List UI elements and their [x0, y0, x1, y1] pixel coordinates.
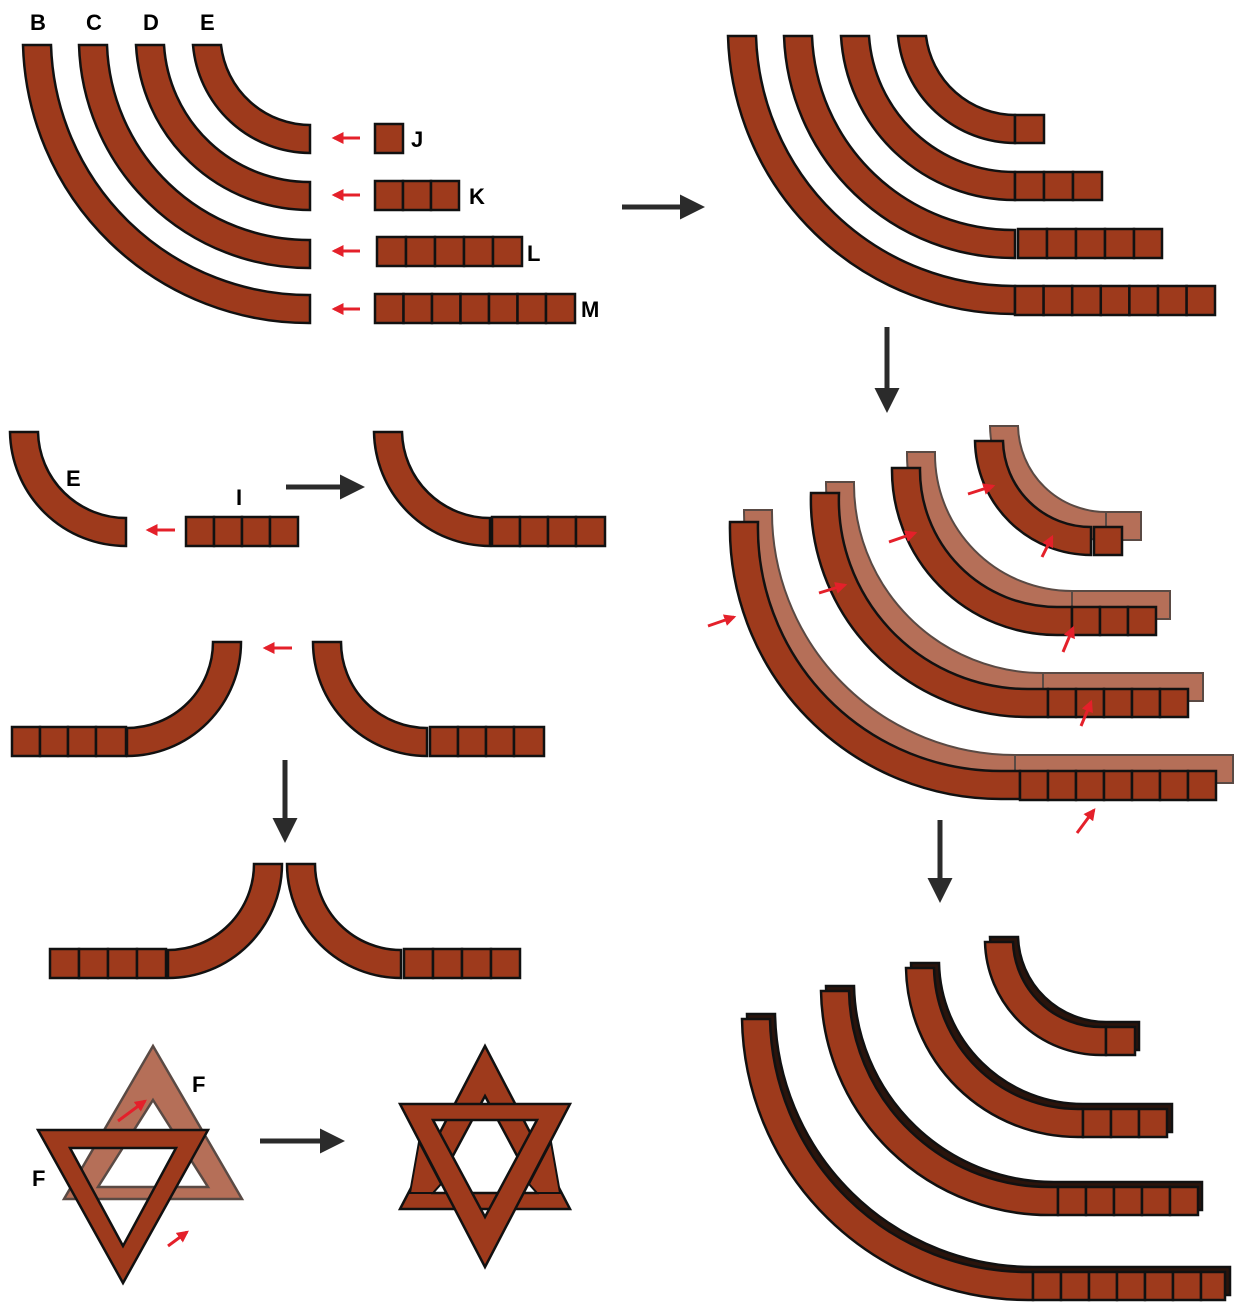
label-f-inverted: F: [32, 1166, 45, 1191]
panel-connector: [8, 430, 607, 548]
label-e-connector: E: [66, 466, 81, 491]
label-k: K: [469, 184, 485, 209]
label-c: C: [86, 10, 102, 35]
label-j: J: [411, 127, 423, 152]
block-j-unit: [373, 122, 405, 155]
arc-piece-c: [77, 43, 312, 270]
triangle-pointers: [117, 1099, 189, 1248]
panel-joined-arch: [48, 862, 522, 980]
arc-piece-e: [191, 43, 312, 155]
panel-joined-pieces: [726, 34, 1217, 317]
block-k: [373, 179, 461, 212]
panel-mirrored-pair: [10, 640, 546, 758]
label-e: E: [200, 10, 215, 35]
label-f-upright: F: [192, 1072, 205, 1097]
panel-separate-pointers: [331, 132, 360, 315]
label-m: M: [581, 297, 599, 322]
block-m: [373, 292, 577, 325]
arc-piece-d: [134, 43, 312, 212]
triangle-ghost-upright: [61, 1043, 245, 1201]
label-i: I: [236, 485, 242, 510]
label-d: D: [143, 10, 159, 35]
panel-stacking-pointers: [707, 483, 1096, 834]
star-of-david-result: [397, 1043, 573, 1270]
label-b: B: [30, 10, 46, 35]
label-l: L: [527, 241, 540, 266]
triangle-front-inverted: [35, 1128, 211, 1286]
arc-piece-b: [21, 43, 312, 325]
panel-separate-pieces: [21, 43, 577, 325]
block-l: [375, 235, 524, 268]
panel-stacking-front: [728, 439, 1218, 802]
panel-final-front: [740, 940, 1227, 1302]
